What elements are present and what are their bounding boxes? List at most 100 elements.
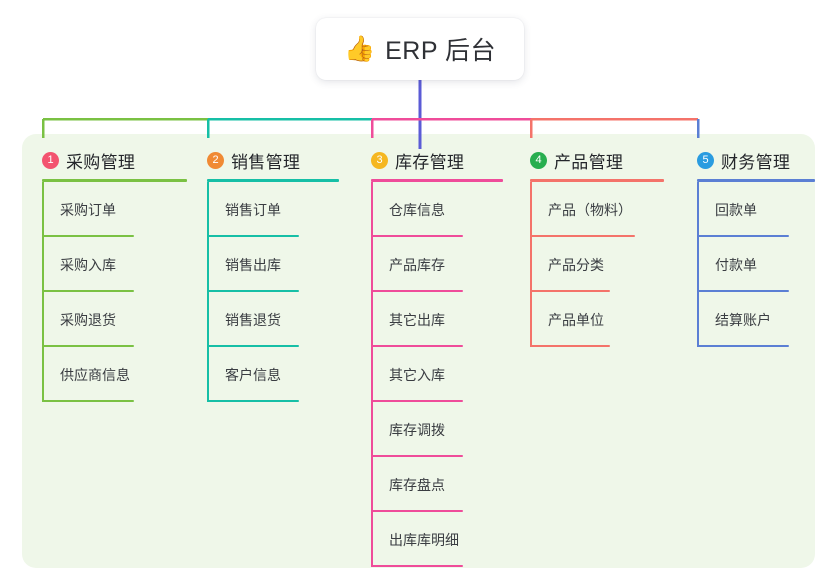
leaf-label: 付款单 bbox=[715, 257, 757, 273]
leaf-rule bbox=[697, 235, 789, 237]
leaf-spine bbox=[42, 347, 44, 402]
list-item[interactable]: 产品（物料） bbox=[530, 182, 664, 237]
leaf-rule bbox=[207, 235, 299, 237]
leaf-label: 产品（物料） bbox=[548, 202, 632, 218]
leaf-rule bbox=[42, 290, 134, 292]
root-node[interactable]: 👍 ERP 后台 bbox=[316, 18, 524, 80]
leaf-label: 采购退货 bbox=[60, 312, 116, 328]
list-item[interactable]: 销售出库 bbox=[207, 237, 339, 292]
branch-rule-5 bbox=[697, 179, 815, 182]
leaf-spine bbox=[530, 292, 532, 347]
branch-rule-3 bbox=[371, 179, 503, 182]
leaf-rule bbox=[371, 400, 463, 402]
list-item[interactable]: 产品分类 bbox=[530, 237, 664, 292]
leaf-spine bbox=[530, 237, 532, 292]
branch-column-4: 4 产品管理产品（物料） 产品分类产品单位 bbox=[530, 148, 664, 347]
leaf-spine bbox=[42, 182, 44, 237]
branch-title-2: 销售管理 bbox=[231, 152, 301, 172]
list-item[interactable]: 库存调拨 bbox=[371, 402, 503, 457]
list-item[interactable]: 客户信息 bbox=[207, 347, 339, 402]
leaf-label: 回款单 bbox=[715, 202, 757, 218]
leaf-label: 仓库信息 bbox=[389, 202, 445, 218]
list-item[interactable]: 出库库明细 bbox=[371, 512, 503, 567]
list-item[interactable]: 产品库存 bbox=[371, 237, 503, 292]
leaf-label: 其它出库 bbox=[389, 312, 445, 328]
list-item[interactable]: 其它入库 bbox=[371, 347, 503, 402]
leaf-label: 供应商信息 bbox=[60, 367, 130, 383]
branch-column-2: 2 销售管理销售订单销售出库销售退货客户信息 bbox=[207, 148, 339, 402]
branch-items-4: 产品（物料） 产品分类产品单位 bbox=[530, 182, 664, 347]
leaf-label: 出库库明细 bbox=[389, 532, 459, 548]
leaf-rule bbox=[371, 345, 463, 347]
branch-items-2: 销售订单销售出库销售退货客户信息 bbox=[207, 182, 339, 402]
leaf-spine bbox=[371, 237, 373, 292]
leaf-rule bbox=[207, 345, 299, 347]
list-item[interactable]: 付款单 bbox=[697, 237, 815, 292]
leaf-label: 结算账户 bbox=[715, 312, 771, 328]
leaf-spine bbox=[207, 237, 209, 292]
branch-items-1: 采购订单采购入库采购退货供应商信息 bbox=[42, 182, 187, 402]
leaf-spine bbox=[371, 402, 373, 457]
list-item[interactable]: 其它出库 bbox=[371, 292, 503, 347]
leaf-rule bbox=[371, 455, 463, 457]
branch-badge-3: 3 bbox=[371, 151, 388, 169]
branch-badge-1: 1 bbox=[42, 151, 59, 169]
list-item[interactable]: 回款单 bbox=[697, 182, 815, 237]
leaf-rule bbox=[530, 290, 610, 292]
branch-title-1: 采购管理 bbox=[66, 152, 136, 172]
branch-title-4: 产品管理 bbox=[554, 152, 624, 172]
leaf-spine bbox=[371, 292, 373, 347]
leaf-label: 库存盘点 bbox=[389, 477, 445, 493]
leaf-label: 客户信息 bbox=[225, 367, 281, 383]
leaf-spine bbox=[207, 292, 209, 347]
leaf-rule bbox=[42, 235, 134, 237]
branch-rule-2 bbox=[207, 179, 339, 182]
leaf-spine bbox=[42, 237, 44, 292]
list-item[interactable]: 仓库信息 bbox=[371, 182, 503, 237]
leaf-rule bbox=[207, 290, 299, 292]
list-item[interactable]: 销售订单 bbox=[207, 182, 339, 237]
leaf-rule bbox=[371, 290, 463, 292]
branch-column-3: 3 库存管理仓库信息产品库存其它出库其它入库库存调拨库存盘点出库库明细 bbox=[371, 148, 503, 567]
branch-badge-4: 4 bbox=[530, 151, 547, 169]
leaf-rule bbox=[697, 290, 789, 292]
leaf-label: 采购入库 bbox=[60, 257, 116, 273]
leaf-spine bbox=[697, 237, 699, 292]
leaf-label: 销售出库 bbox=[225, 257, 281, 273]
leaf-label: 其它入库 bbox=[389, 367, 445, 383]
list-item[interactable]: 结算账户 bbox=[697, 292, 815, 347]
leaf-spine bbox=[697, 182, 699, 237]
list-item[interactable]: 库存盘点 bbox=[371, 457, 503, 512]
branch-rule-4 bbox=[530, 179, 664, 182]
leaf-rule bbox=[371, 235, 463, 237]
leaf-rule bbox=[42, 345, 134, 347]
leaf-spine bbox=[697, 292, 699, 347]
list-item[interactable]: 销售退货 bbox=[207, 292, 339, 347]
list-item[interactable]: 供应商信息 bbox=[42, 347, 187, 402]
branch-header-1[interactable]: 1 采购管理 bbox=[42, 148, 187, 172]
root-title: ERP 后台 bbox=[385, 37, 497, 65]
leaf-rule bbox=[371, 565, 463, 567]
branch-header-2[interactable]: 2 销售管理 bbox=[207, 148, 339, 172]
leaf-spine bbox=[371, 457, 373, 512]
leaf-spine bbox=[371, 512, 373, 567]
leaf-label: 产品单位 bbox=[548, 312, 604, 328]
list-item[interactable]: 采购退货 bbox=[42, 292, 187, 347]
leaf-rule bbox=[530, 345, 610, 347]
leaf-spine bbox=[371, 182, 373, 237]
branch-title-3: 库存管理 bbox=[395, 152, 465, 172]
list-item[interactable]: 产品单位 bbox=[530, 292, 664, 347]
branch-header-3[interactable]: 3 库存管理 bbox=[371, 148, 503, 172]
branch-rule-1 bbox=[42, 179, 187, 182]
leaf-label: 采购订单 bbox=[60, 202, 116, 218]
leaf-spine bbox=[207, 182, 209, 237]
leaf-spine bbox=[530, 182, 532, 237]
list-item[interactable]: 采购入库 bbox=[42, 237, 187, 292]
branch-header-4[interactable]: 4 产品管理 bbox=[530, 148, 664, 172]
list-item[interactable]: 采购订单 bbox=[42, 182, 187, 237]
branch-badge-5: 5 bbox=[697, 151, 714, 169]
branch-badge-2: 2 bbox=[207, 151, 224, 169]
branches-panel bbox=[22, 134, 815, 568]
